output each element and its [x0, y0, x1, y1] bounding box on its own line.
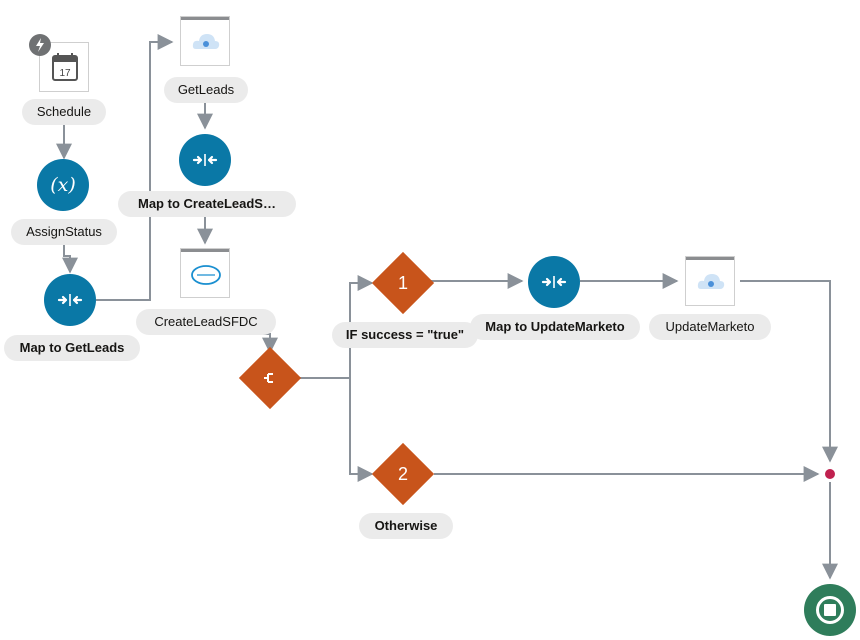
map-to-getleads-label: Map to GetLeads: [4, 335, 140, 361]
branch-1-condition-label: IF success = "true": [332, 322, 478, 348]
branch-2-label: Otherwise: [359, 513, 453, 539]
merge-point: [823, 467, 837, 481]
assign-status-label: AssignStatus: [11, 219, 117, 245]
create-lead-sfdc-node[interactable]: [180, 248, 230, 298]
update-marketo-node[interactable]: [685, 256, 735, 306]
card-header-bar: [686, 257, 734, 260]
wire-map-to-getleads: [96, 34, 174, 301]
wire-assign-to-map: [62, 244, 78, 274]
get-leads-label: GetLeads: [164, 77, 248, 103]
map-to-updatemarketo-label: Map to UpdateMarketo: [470, 314, 640, 340]
assign-status-node[interactable]: (x): [37, 159, 89, 211]
end-ring: [816, 596, 844, 624]
cloud-adapter-icon: [192, 34, 220, 49]
switch-icon: [264, 373, 273, 383]
map-to-updatemarketo-node[interactable]: [528, 256, 580, 308]
mapper-icon: [541, 276, 567, 288]
wire-switch-to-branch2: [349, 378, 374, 482]
calendar-icon: 17: [52, 53, 78, 81]
map-to-createlead-node[interactable]: [179, 134, 231, 186]
card-header-bar: [181, 249, 229, 252]
map-to-createlead-label: Map to CreateLeadS…: [118, 191, 296, 217]
cloud-adapter-icon: [697, 274, 725, 289]
mapper-icon: [57, 294, 83, 306]
branch-1-number: 1: [397, 273, 408, 293]
get-leads-node[interactable]: [180, 16, 230, 66]
map-to-getleads-node[interactable]: [44, 274, 96, 326]
wire-update-to-merge: [740, 280, 838, 463]
variable-icon: (x): [50, 174, 76, 196]
schedule-label: Schedule: [22, 99, 106, 125]
lightning-icon: [29, 34, 51, 56]
stop-icon: [824, 604, 836, 616]
branch-2-number: 2: [397, 464, 408, 484]
card-header-bar: [181, 17, 229, 20]
salesforce-icon: [191, 265, 221, 285]
create-lead-sfdc-label: CreateLeadSFDC: [136, 309, 276, 335]
update-marketo-label: UpdateMarketo: [649, 314, 771, 340]
mapper-icon: [192, 154, 218, 166]
calendar-day: 17: [59, 68, 71, 79]
end-node[interactable]: [804, 584, 856, 636]
